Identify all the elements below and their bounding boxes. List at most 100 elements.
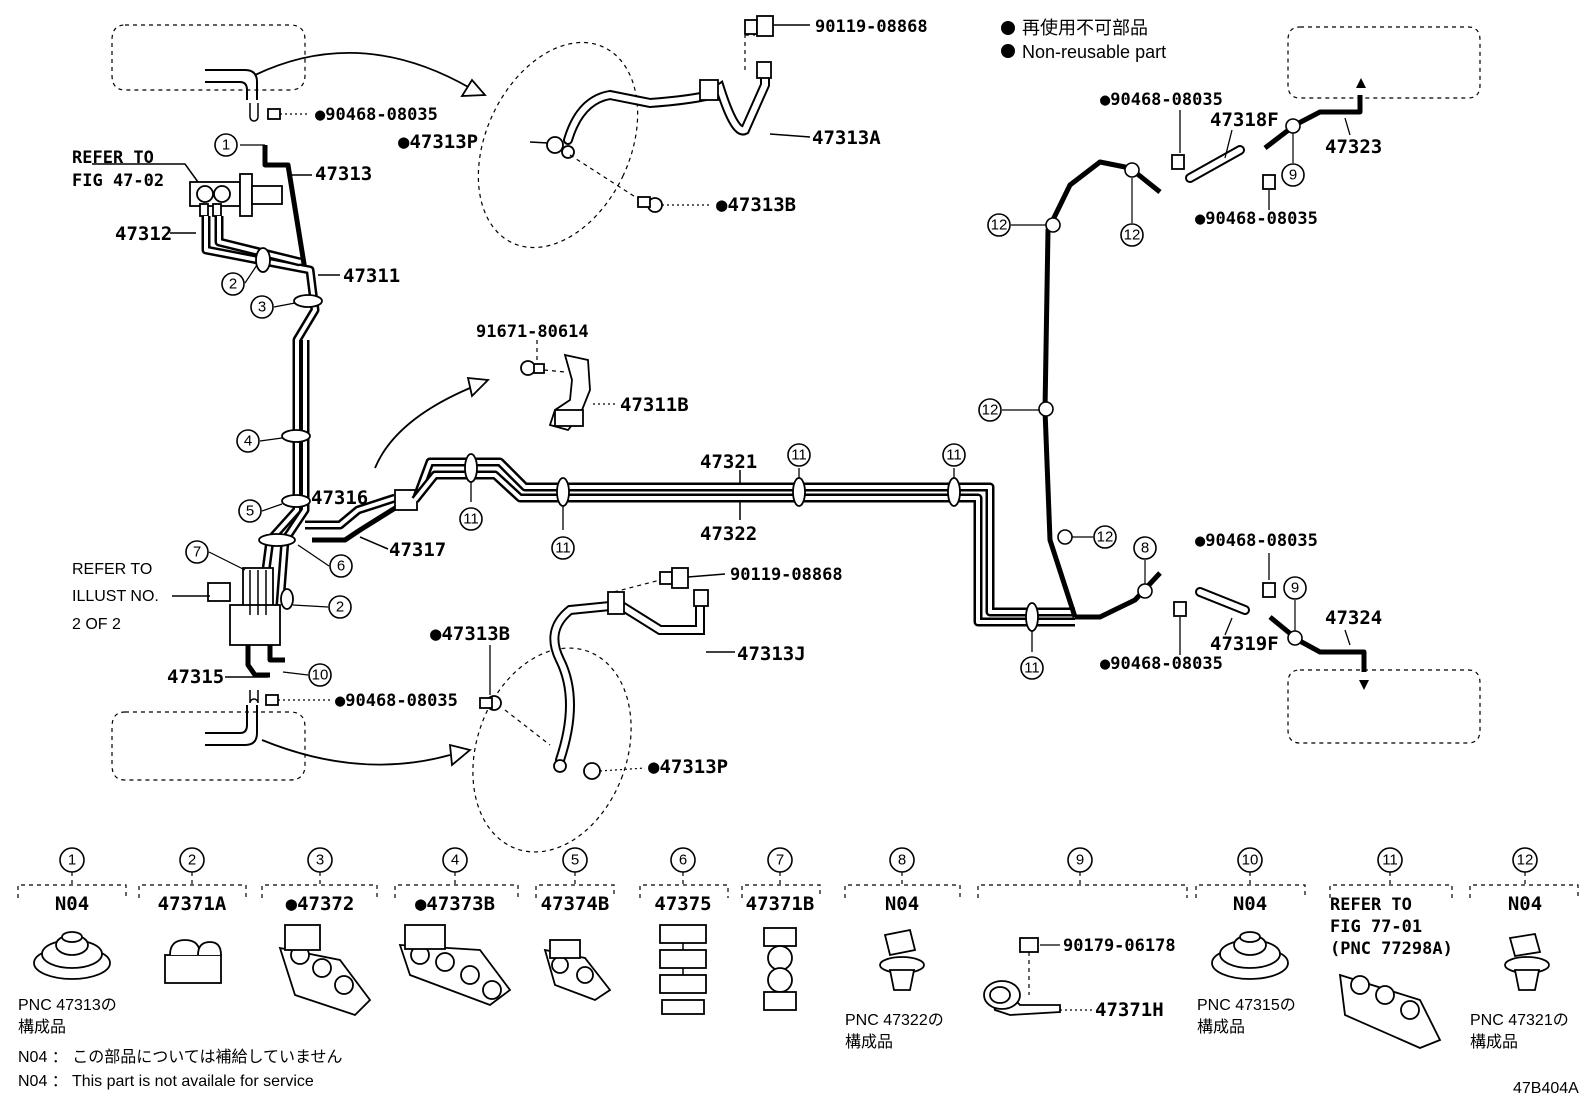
- bottom-wheel: [472, 567, 709, 853]
- label-90468-r2: ●90468-08035: [1195, 209, 1318, 229]
- svg-text:12: 12: [1517, 852, 1534, 869]
- grommet-1-icon: [33, 931, 111, 980]
- part-10-name: N04: [1233, 893, 1267, 915]
- part-11-name3: (PNC 77298A): [1330, 939, 1453, 959]
- label-47319F: 47319F: [1210, 633, 1279, 655]
- clip-47371A-icon: [164, 939, 222, 984]
- part-9-sub2: 47371H: [1095, 999, 1164, 1021]
- svg-text:11: 11: [1382, 852, 1398, 869]
- part-1-note1: PNC 47313の: [18, 997, 117, 1014]
- part-4-name: ●47373B: [415, 893, 495, 915]
- svg-text:11: 11: [946, 447, 962, 464]
- label-91671: 91671-80614: [476, 322, 589, 342]
- svg-text:4: 4: [451, 852, 459, 869]
- label-47323: 47323: [1325, 136, 1382, 158]
- part-12-note2: 構成品: [1470, 1033, 1518, 1051]
- clip-47373B-icon: [398, 924, 512, 1007]
- svg-text:8: 8: [898, 852, 906, 869]
- top-wheel: [477, 15, 774, 249]
- label-47311B: 47311B: [620, 394, 689, 416]
- label-47321: 47321: [700, 451, 757, 473]
- svg-text:6: 6: [679, 852, 687, 869]
- svg-text:7: 7: [776, 852, 784, 869]
- callout-7: 7: [185, 540, 246, 571]
- label-47313A: 47313A: [812, 127, 881, 149]
- callout-9a: 9: [1281, 133, 1305, 187]
- label-47313J: 47313J: [737, 643, 806, 665]
- grommet-10-icon: [1211, 931, 1289, 980]
- svg-text:7: 7: [193, 544, 201, 561]
- bracket-9-icon: [983, 937, 1061, 1016]
- label-47324: 47324: [1325, 607, 1382, 629]
- footnote-en: N04 ： This part is not availale for serv…: [18, 1073, 314, 1090]
- callout-11c: 11: [787, 443, 811, 467]
- label-90119-bottom: 90119-08868: [730, 565, 843, 585]
- callout-12d: 12: [1072, 525, 1117, 549]
- svg-text:8: 8: [1141, 540, 1149, 557]
- svg-text:10: 10: [312, 667, 329, 684]
- callout-11b: 11: [551, 536, 575, 560]
- svg-text:1: 1: [222, 137, 230, 154]
- part-8-note2: 構成品: [845, 1033, 893, 1051]
- svg-text:2: 2: [336, 599, 344, 616]
- callout-12c: 12: [978, 398, 1039, 422]
- part-6-num: 6: [670, 847, 696, 873]
- svg-text:6: 6: [337, 558, 345, 575]
- clip-47374B-icon: [543, 939, 612, 1002]
- svg-text:2: 2: [229, 276, 237, 293]
- label-90468-r4: ●90468-08035: [1100, 654, 1223, 674]
- svg-text:11: 11: [555, 540, 571, 557]
- part-10-note1: PNC 47315の: [1197, 997, 1296, 1014]
- label-47313P-top: ●47313P: [398, 131, 478, 153]
- part-2-num: 2: [179, 847, 205, 873]
- part-7-name: 47371B: [746, 893, 815, 915]
- svg-text:10: 10: [1242, 852, 1259, 869]
- part-8-name: N04: [885, 893, 919, 915]
- master-cylinder: [189, 173, 283, 217]
- label-47318F: 47318F: [1210, 109, 1279, 131]
- part-3-name: ●47372: [286, 893, 355, 915]
- part-3-num: 3: [307, 847, 333, 873]
- label-90468-r1: ●90468-08035: [1100, 90, 1223, 110]
- clip-77298A-icon: [1338, 973, 1442, 1049]
- svg-text:2: 2: [188, 852, 196, 869]
- svg-text:12: 12: [991, 217, 1008, 234]
- part-7-num: 7: [767, 847, 793, 873]
- label-90119-top: 90119-08868: [815, 17, 928, 37]
- bracket-47311B: [520, 353, 591, 432]
- callout-4: 4: [236, 429, 283, 453]
- legend-en: Non-reusable part: [1022, 42, 1166, 62]
- part-10-num: 10: [1237, 847, 1263, 873]
- part-11-name: REFER TO: [1330, 895, 1412, 915]
- part-4-num: 4: [442, 847, 468, 873]
- callouts: 1 2 3 4 5 6 7 2 10 11 11 11 11 11 12 12 …: [185, 133, 1307, 687]
- label-90468-bottom-left: ●90468-08035: [335, 691, 458, 711]
- callout-11d: 11: [942, 443, 966, 467]
- svg-text:12: 12: [1124, 227, 1141, 244]
- label-47311: 47311: [343, 265, 400, 287]
- figure-code: 47B404A: [1513, 1080, 1579, 1097]
- label-90468-r3: ●90468-08035: [1195, 531, 1318, 551]
- clip-n04-12-icon: [1504, 932, 1550, 991]
- part-8-note1: PNC 47322の: [845, 1012, 944, 1029]
- top-left-area: [111, 24, 487, 122]
- clip-47372-icon: [278, 924, 372, 1017]
- svg-text:12: 12: [1097, 529, 1114, 546]
- label-47313: 47313: [315, 163, 372, 185]
- refer-left-line1: REFER TO: [72, 561, 152, 578]
- label-90468-top-left: ●90468-08035: [315, 105, 438, 125]
- refer-left-line3: 2 OF 2: [72, 616, 121, 633]
- svg-text:3: 3: [258, 299, 266, 316]
- label-47322: 47322: [700, 523, 757, 545]
- callout-2a: 2: [221, 264, 258, 296]
- callout-11e: 11: [1020, 656, 1044, 680]
- clip-47375-icon: [659, 924, 707, 1015]
- part-11-name2: FIG 77-01: [1330, 917, 1422, 937]
- callout-1: 1: [214, 133, 265, 157]
- label-47317: 47317: [389, 539, 446, 561]
- callout-3: 3: [250, 295, 296, 319]
- svg-text:11: 11: [463, 511, 479, 528]
- part-8-num: 8: [889, 847, 915, 873]
- svg-text:9: 9: [1289, 167, 1297, 184]
